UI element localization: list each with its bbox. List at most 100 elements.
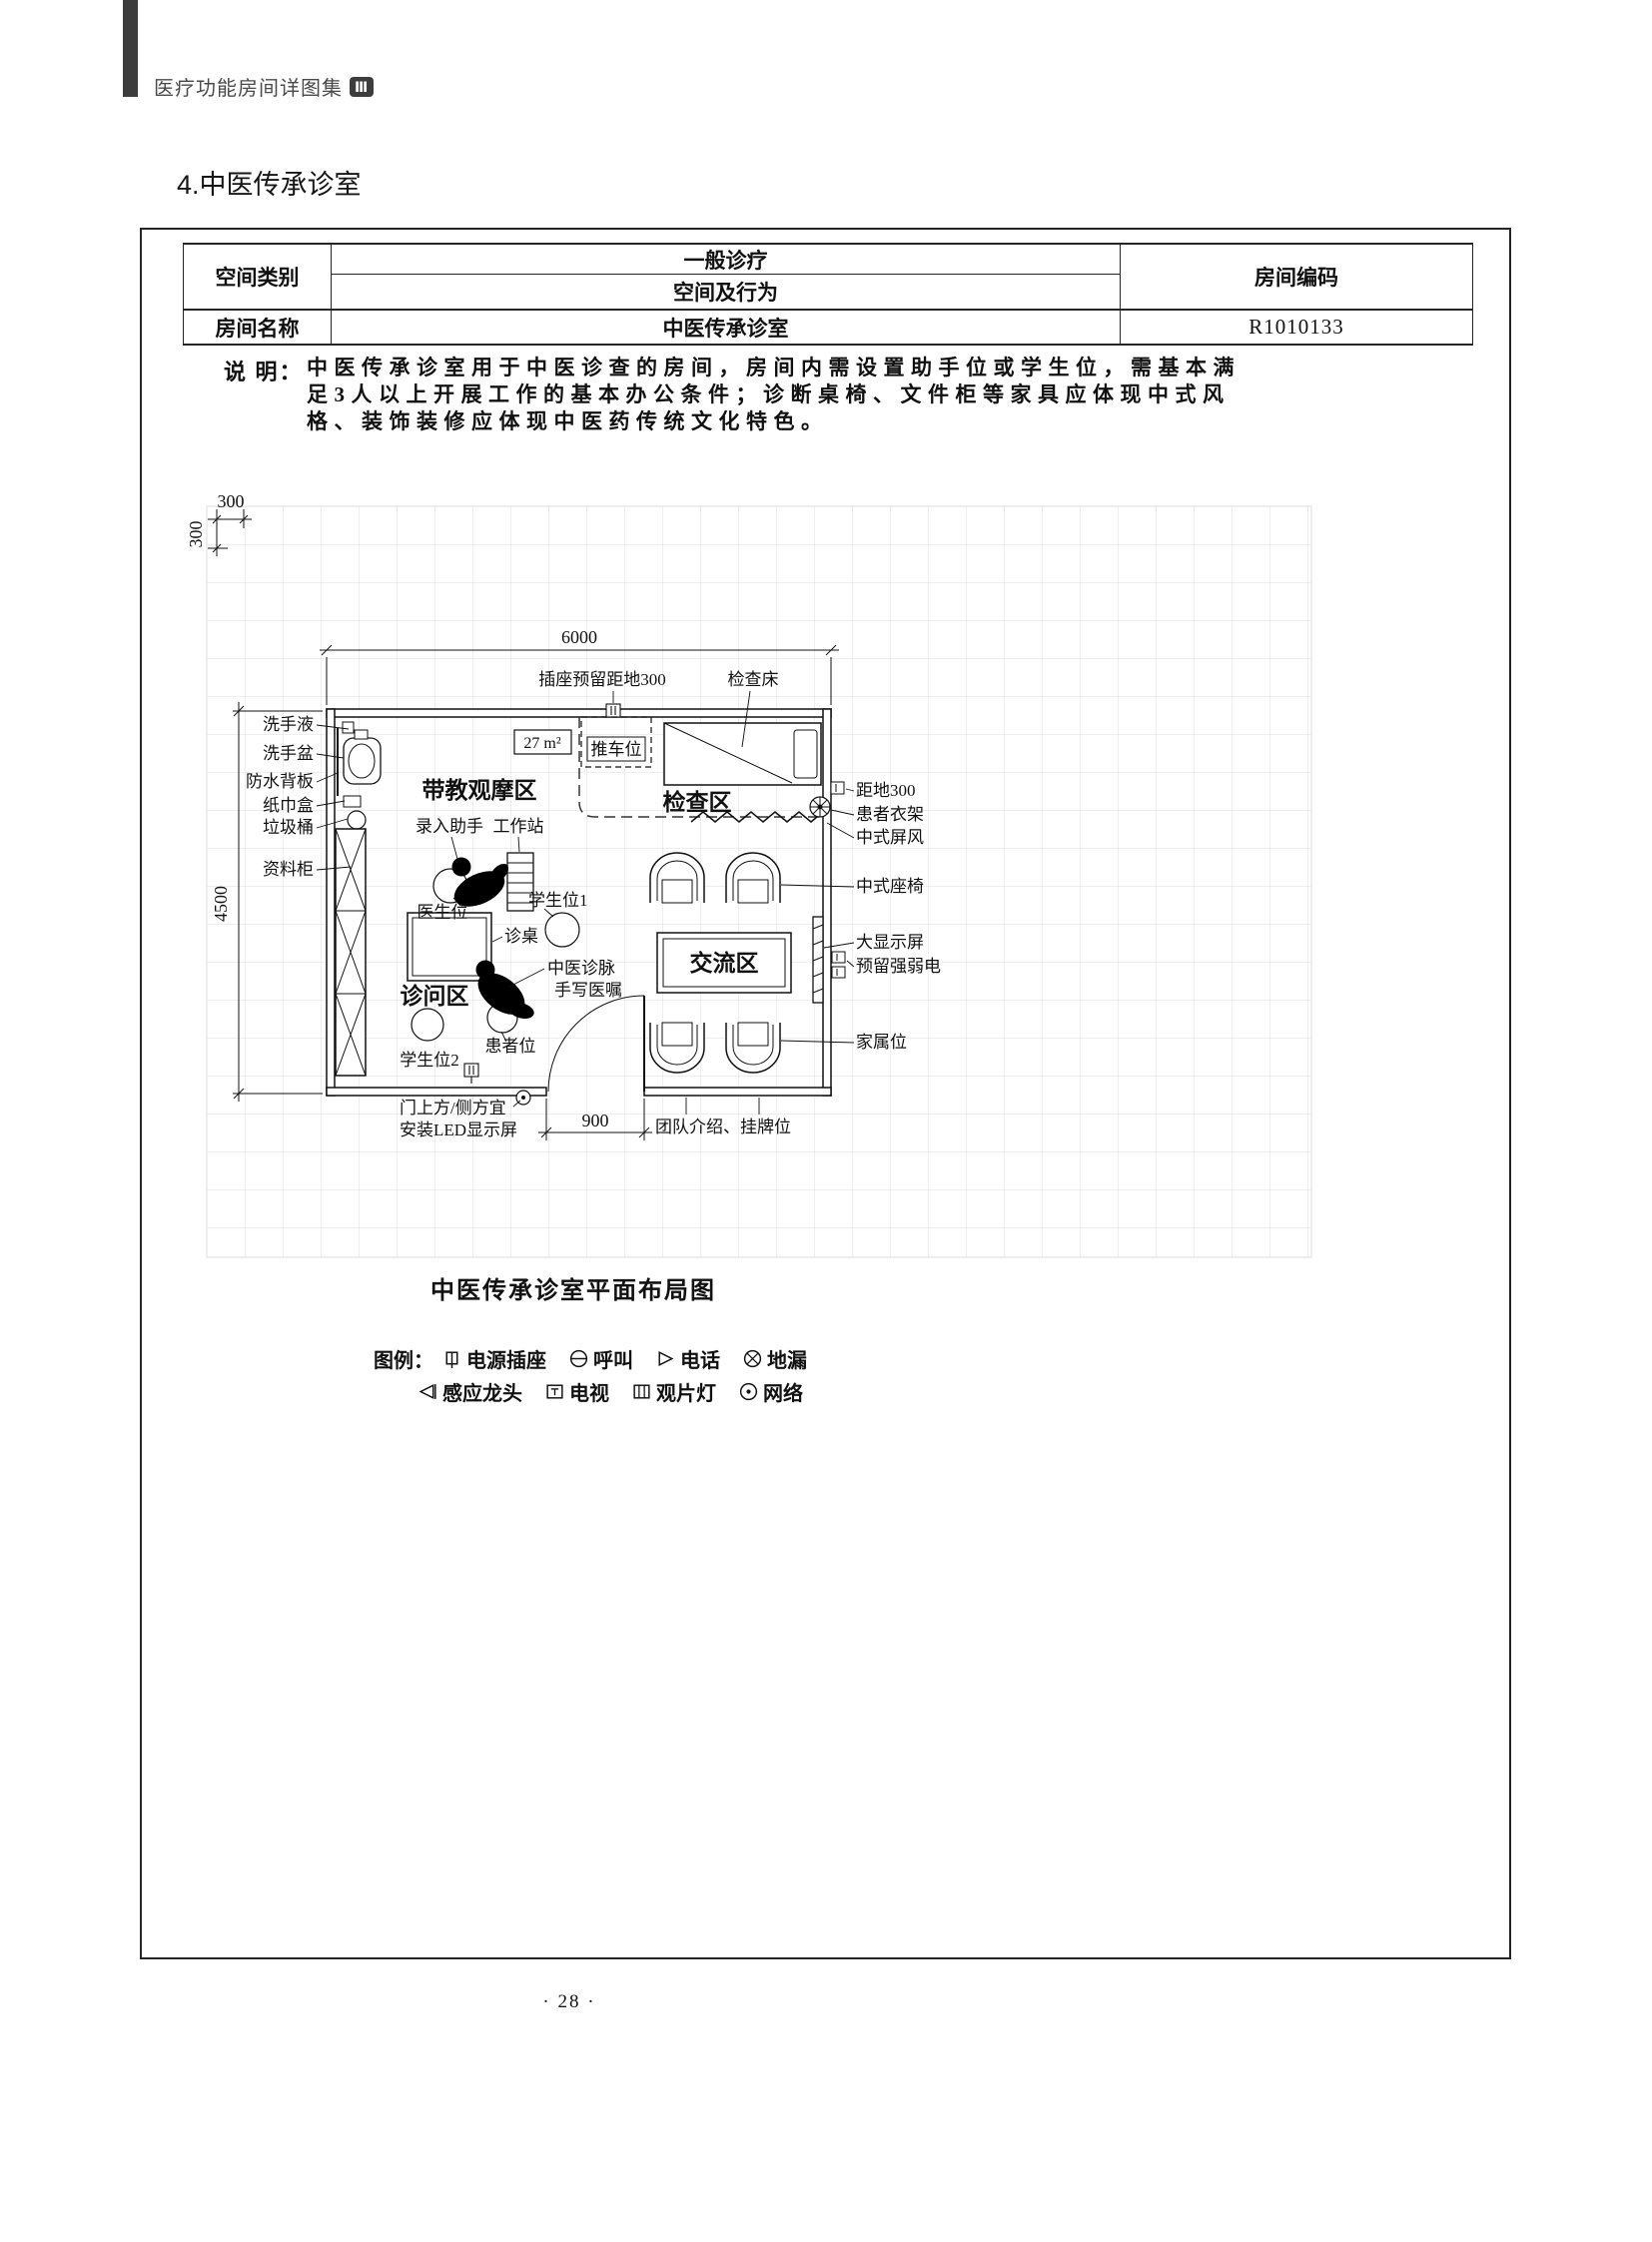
label-led-2: 安装LED显示屏 xyxy=(400,1121,517,1139)
label-cabinet: 资料柜 xyxy=(263,860,314,879)
legend-label-network: 网络 xyxy=(763,1383,803,1405)
area-label: 27 m² xyxy=(523,735,560,752)
legend-label-power: 电源插座 xyxy=(466,1350,546,1372)
person-figures xyxy=(451,857,534,1019)
label-height300: 距地300 xyxy=(856,781,916,800)
content-frame: 空间类别 一般诊疗 空间及行为 房间编码 房间名称 中医传承诊室 R101013… xyxy=(140,228,1511,1959)
cell-space-category-label: 空间类别 xyxy=(184,245,332,311)
label-family: 家属位 xyxy=(856,1033,907,1052)
plan-caption: 中医传承诊室平面布局图 xyxy=(430,1278,716,1304)
label-socket-note: 插座预留距地300 xyxy=(538,670,666,689)
armchair xyxy=(725,1022,781,1074)
label-backsplash: 防水背板 xyxy=(246,772,314,791)
power-socket-icon xyxy=(445,1351,458,1368)
dim-height: 4500 xyxy=(211,886,231,922)
floor-socket xyxy=(463,1063,479,1078)
label-tissue: 纸巾盒 xyxy=(263,796,314,815)
label-assistant: 录入助手 xyxy=(415,817,483,836)
tv-icon xyxy=(546,1384,563,1399)
legend-item-phone: 电话 xyxy=(655,1344,720,1373)
legend-row-2: 感应龙头 电视 观片灯 xyxy=(417,1377,825,1406)
legend-label-film: 观片灯 xyxy=(656,1383,716,1405)
sensor-faucet-icon xyxy=(418,1384,436,1399)
zone-exchange: 交流区 xyxy=(690,950,759,976)
label-reserve: 预留强弱电 xyxy=(856,957,941,976)
cell-room-code-label: 房间编码 xyxy=(1121,245,1472,311)
document-header: 医疗功能房间详图集 Ⅲ xyxy=(154,72,375,101)
armchair xyxy=(649,1022,705,1074)
legend-item-faucet: 感应龙头 xyxy=(417,1377,522,1406)
label-trash: 垃圾桶 xyxy=(263,818,314,837)
legend-item-power: 电源插座 xyxy=(441,1344,546,1373)
cell-room-name-label: 房间名称 xyxy=(184,311,332,344)
section-title: 4.中医传承诊室 xyxy=(177,170,362,200)
cell-category-top: 一般诊疗 xyxy=(332,245,1121,275)
label-student1: 学生位1 xyxy=(528,891,588,910)
label-chair: 中式座椅 xyxy=(856,877,924,896)
dimension-texts: 300 300 6000 4500 900 xyxy=(186,491,609,1130)
trash-bin xyxy=(347,810,367,830)
cell-category-bottom: 空间及行为 xyxy=(332,275,1121,311)
cart-spot: 推车位 xyxy=(580,716,652,768)
label-screen: 中式屏风 xyxy=(856,828,924,847)
legend-item-drain: 地漏 xyxy=(742,1344,807,1373)
reserve-socket-2 xyxy=(831,966,846,979)
soap-dispenser xyxy=(342,721,355,734)
legend-label-phone: 电话 xyxy=(680,1350,720,1372)
label-cart: 推车位 xyxy=(591,740,642,759)
socket-right xyxy=(830,781,845,795)
wall-socket-top xyxy=(605,703,621,718)
label-soap: 洗手液 xyxy=(263,715,314,734)
page-edge-bar xyxy=(123,0,138,97)
student2-stool xyxy=(411,1008,444,1042)
armchair xyxy=(649,852,705,904)
file-cabinet xyxy=(335,828,367,1077)
room-spec-table: 空间类别 一般诊疗 空间及行为 房间编码 房间名称 中医传承诊室 R101013… xyxy=(183,243,1473,346)
film-viewer-icon xyxy=(633,1384,650,1399)
dimension-lines xyxy=(208,509,839,1140)
zone-consult: 诊问区 xyxy=(401,983,469,1009)
zone-exam: 检查区 xyxy=(663,789,732,815)
label-pulse-2: 手写医嘱 xyxy=(554,981,622,1000)
armchair xyxy=(725,852,781,904)
label-coat-rack: 患者衣架 xyxy=(856,805,924,824)
label-desk: 诊桌 xyxy=(504,927,538,946)
document-title: 医疗功能房间详图集 xyxy=(154,78,343,100)
legend-item-tv: 电视 xyxy=(544,1377,609,1406)
cell-room-code: R1010133 xyxy=(1248,315,1344,339)
right-wall-items xyxy=(809,781,846,1004)
cell-room-name: 中医传承诊室 xyxy=(332,311,1121,344)
dim-offset-h: 300 xyxy=(218,491,245,511)
label-sink: 洗手盆 xyxy=(263,744,314,763)
label-student2: 学生位2 xyxy=(400,1051,459,1070)
label-team: 团队介绍、挂牌位 xyxy=(655,1118,791,1136)
label-display: 大显示屏 xyxy=(856,933,924,952)
consult-desk-area xyxy=(407,852,580,1042)
zone-teaching: 带教观摩区 xyxy=(422,777,537,803)
sink-area xyxy=(337,721,382,830)
folding-screen xyxy=(690,811,824,823)
reserve-socket-1 xyxy=(831,951,846,964)
door xyxy=(547,995,645,1093)
exchange-table xyxy=(656,932,792,994)
volume-badge: Ⅲ xyxy=(350,76,375,97)
legend-label-faucet: 感应龙头 xyxy=(442,1383,522,1405)
phone-icon xyxy=(658,1351,674,1366)
faucet xyxy=(354,729,369,740)
label-led-1: 门上方/侧方宜 xyxy=(400,1099,506,1118)
legend-title: 图例： xyxy=(374,1350,433,1372)
display-screen xyxy=(812,916,824,1004)
legend-label-drain: 地漏 xyxy=(767,1350,807,1372)
label-workstation: 工作站 xyxy=(493,817,544,836)
floor-drain-icon xyxy=(743,1349,762,1368)
label-pulse-1: 中医诊脉 xyxy=(547,959,615,978)
legend-row-1: 图例： 电源插座 呼叫 电话 xyxy=(374,1344,829,1373)
call-icon xyxy=(569,1349,588,1368)
floor-plan: 300 300 6000 4500 900 xyxy=(186,491,1312,1258)
plan-labels: 洗手液 洗手盆 防水背板 纸巾盒 垃圾桶 资料柜 插座预留距地300 检查床 带… xyxy=(246,670,941,1139)
student1-stool xyxy=(544,912,580,948)
dim-door: 900 xyxy=(582,1111,609,1130)
walls xyxy=(326,708,832,1097)
sink-basin xyxy=(348,743,376,779)
